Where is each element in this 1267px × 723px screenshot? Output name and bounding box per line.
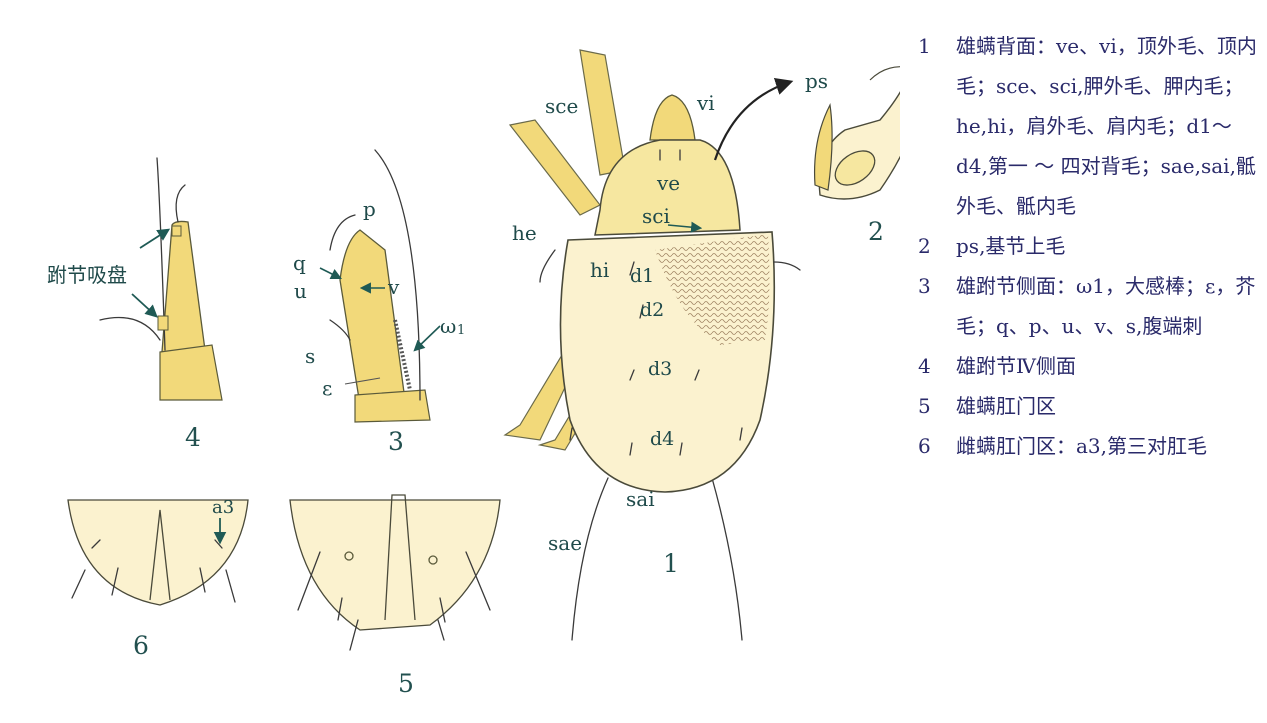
label-sce: sce	[545, 94, 578, 118]
legend-text: 雄跗节Ⅳ侧面	[956, 354, 1076, 378]
legend-text: 雄螨肛门区	[956, 394, 1056, 418]
mite-illustration: vi ve sce sci he hi d1 d2 d3 d4 sai sae …	[47, 49, 900, 698]
label-u: u	[294, 279, 307, 303]
legend-number: 3	[918, 274, 931, 298]
legend-text: 雄跗节侧面：ω1，大感棒；ε，芥毛；q、p、u、v、s,腹端刺	[956, 274, 1256, 338]
ps-seta	[814, 103, 833, 191]
label-sae: sae	[548, 531, 582, 555]
figure-5-male-anal: 5	[289, 494, 501, 698]
label-sai: sai	[626, 487, 655, 511]
legend-text: ps,基节上毛	[956, 234, 1066, 258]
legend-number: 2	[918, 234, 931, 258]
legend-item-3: 3 雄跗节侧面：ω1，大感棒；ε，芥毛；q、p、u、v、s,腹端刺	[918, 266, 1263, 346]
label-s: s	[305, 344, 315, 368]
label-sci: sci	[642, 204, 670, 228]
label-omega-sub: 1	[457, 323, 465, 338]
legend-item-4: 4 雄跗节Ⅳ侧面	[918, 346, 1263, 386]
legend-number: 6	[918, 434, 931, 458]
figure-6-female-anal: a3 6	[67, 497, 249, 660]
cuticle-texture	[655, 234, 770, 345]
label-v: v	[387, 275, 400, 299]
label-omega: ω	[440, 314, 456, 338]
label-vi: vi	[696, 91, 715, 115]
label-a3: a3	[212, 497, 234, 518]
tarsus-iv-segment	[161, 220, 206, 353]
label-tarsal-sucker: 跗节吸盘	[47, 263, 127, 287]
label-p: p	[363, 197, 376, 221]
legend-item-5: 5 雄螨肛门区	[918, 386, 1263, 426]
panel-number-4: 4	[185, 423, 201, 452]
label-ve: ve	[656, 171, 680, 195]
label-d2: d2	[640, 299, 664, 321]
figure-2-supracoxal-seta: ps 2	[805, 66, 900, 246]
label-epsilon: ε	[322, 376, 332, 400]
leg-2	[508, 119, 601, 216]
figure-1-male-dorsal: vi ve sce sci he hi d1 d2 d3 d4 sai sae …	[503, 49, 801, 641]
female-anal-body	[67, 499, 249, 606]
figure-4-tarsus-iv: 跗节吸盘 4	[47, 157, 223, 452]
legend-item-6: 6 雌螨肛门区：a3,第三对肛毛	[918, 426, 1263, 466]
figure-legend: 1 雄螨背面：ve、vi，顶外毛、顶内毛；sce、sci,胛外毛、胛内毛；he,…	[918, 26, 1263, 466]
tarsus-segment	[339, 229, 406, 406]
panel-number-5: 5	[398, 669, 414, 698]
legend-text: 雌螨肛门区：a3,第三对肛毛	[956, 434, 1208, 458]
label-d4: d4	[650, 428, 674, 450]
label-ps: ps	[805, 69, 828, 93]
label-d3: d3	[648, 358, 672, 380]
label-d1: d1	[630, 265, 654, 287]
panel-number-6: 6	[133, 631, 149, 660]
legend-number: 4	[918, 354, 931, 378]
leg-1	[579, 49, 626, 176]
male-anal-body	[289, 499, 501, 631]
legend-text: 雄螨背面：ve、vi，顶外毛、顶内毛；sce、sci,胛外毛、胛内毛；he,hi…	[956, 34, 1257, 218]
panel-number-3: 3	[388, 427, 404, 456]
propodosoma	[594, 139, 741, 236]
panel-number-1: 1	[663, 549, 679, 578]
legend-number: 1	[918, 34, 931, 58]
panel-number-2: 2	[868, 217, 884, 246]
gnathosoma	[649, 94, 696, 141]
legend-number: 5	[918, 394, 931, 418]
label-he: he	[512, 221, 537, 245]
legend-item-1: 1 雄螨背面：ve、vi，顶外毛、顶内毛；sce、sci,胛外毛、胛内毛；he,…	[918, 26, 1263, 226]
figure-3-male-tarsus: p q v u s ε ω 1 3	[293, 149, 465, 456]
label-q: q	[293, 251, 306, 275]
legend-item-2: 2 ps,基节上毛	[918, 226, 1263, 266]
label-hi: hi	[590, 258, 609, 282]
